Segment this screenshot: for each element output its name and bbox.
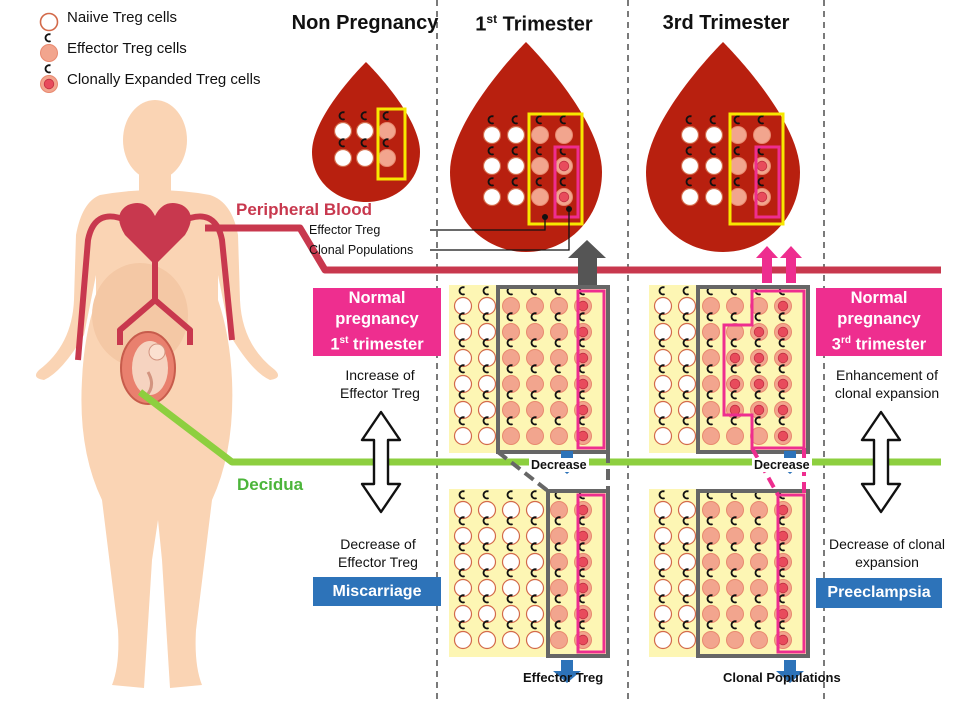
effector-frame-first-decidua: [496, 285, 610, 454]
legend-clonal-icon: [39, 64, 59, 94]
callout-effector-treg: Effector Treg: [309, 223, 381, 237]
normal-pregnancy-first-box: Normal pregnancy 1st trimester: [313, 288, 441, 356]
drop-clonal-frame-first: [553, 145, 580, 219]
heart-icon: [119, 203, 191, 265]
decrease-label-third: Decrease: [752, 458, 812, 472]
clonal-frame-third-preeclampsia: [776, 493, 806, 654]
drop-effector-frame-non-pregnancy: [376, 107, 407, 181]
double-arrow-icon-left: [360, 410, 402, 514]
clonal-frame-first-decidua: [576, 289, 606, 450]
down-arrow-icon-bottom-first: [553, 660, 581, 683]
drop-clonal-frame-third: [754, 145, 781, 219]
increase-effector-treg-text: Increase of Effector Treg: [340, 367, 420, 401]
column-title-first-trimester: 1st Trimester: [475, 12, 593, 36]
callout-lines: [430, 209, 570, 251]
decrease-effector-treg-text: Decrease of Effector Treg: [338, 536, 418, 570]
up-arrow-icon: [568, 240, 606, 285]
up-arrow-icon-pink-2: [780, 246, 802, 283]
legend-naive-icon: [39, 12, 59, 32]
down-arrow-icon-bottom-third: [776, 660, 804, 683]
bottom-effector-treg-label: Effector Treg: [523, 670, 604, 685]
effector-frame-first-miscarriage: [546, 489, 610, 658]
drop-effector-frame-first: [527, 112, 584, 226]
decidua-line: [137, 389, 941, 466]
legend-effector-icon: [39, 33, 59, 63]
normal-pregnancy-third-box: Normal pregnancy 3rd trimester: [816, 288, 942, 356]
up-arrow-icon-pink-1: [756, 246, 778, 283]
double-arrow-icon-right: [860, 410, 902, 514]
peripheral-blood-line: [205, 224, 941, 274]
clonal-frame-first-miscarriage: [576, 493, 606, 654]
enhancement-clonal-expansion-text: Enhancement of clonal expansion: [834, 367, 940, 401]
legend-effector-label: Effector Treg cells: [67, 40, 187, 57]
callout-clonal-populations: Clonal Populations: [309, 243, 414, 257]
clonal-frame-third-decidua: [722, 289, 806, 450]
preeclampsia-box: Preeclampsia: [816, 578, 942, 608]
miscarriage-box: Miscarriage: [313, 577, 441, 606]
drop-effector-frame-third: [728, 112, 785, 226]
decrease-clonal-expansion-text: Decrease of clonal expansion: [829, 536, 945, 570]
column-title-non-pregnancy: Non Pregnancy: [291, 12, 439, 34]
decidua-label: Decidua: [237, 475, 304, 494]
column-title-third-trimester: 3rd Trimester: [662, 12, 790, 34]
effector-frame-third-preeclampsia: [696, 489, 810, 658]
decrease-label-first: Decrease: [529, 458, 589, 472]
peripheral-blood-label: Peripheral Blood: [236, 200, 373, 219]
legend-naive-label: Naiive Treg cells: [67, 9, 178, 26]
bottom-clonal-populations-label: Clonal Populations: [723, 670, 841, 685]
legend-clonal-label: Clonally Expanded Treg cells: [67, 71, 261, 88]
fetus-icon: [120, 331, 176, 405]
